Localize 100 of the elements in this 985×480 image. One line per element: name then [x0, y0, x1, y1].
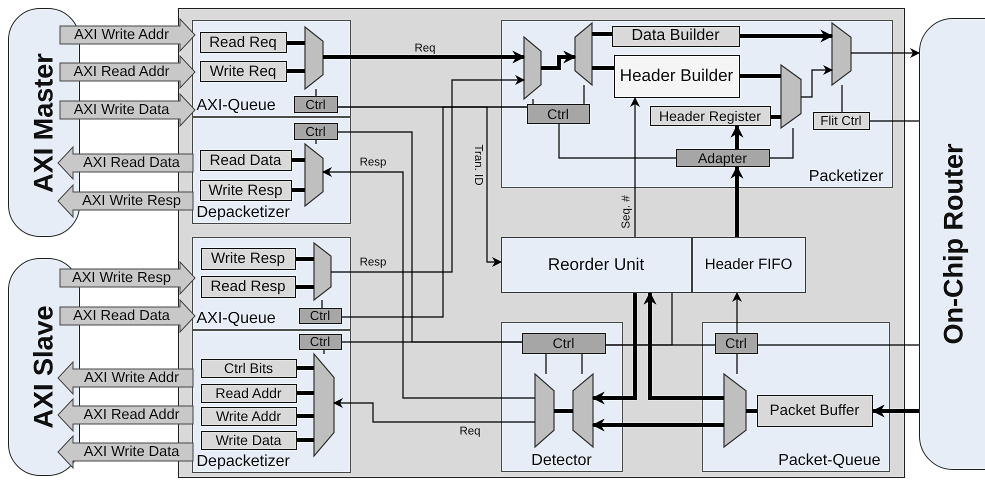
multiplexer: [832, 22, 850, 84]
edge-label: AXI Read Data: [73, 308, 170, 324]
arrow: [592, 293, 637, 404]
register-block: Write Resp: [200, 248, 296, 270]
arrow: [592, 418, 724, 432]
connector-line: [583, 85, 585, 104]
control-block: Adapter: [676, 148, 770, 166]
arrow: [872, 404, 919, 418]
connector-line: [740, 74, 781, 78]
edge-label: AXI Read Addr: [84, 408, 180, 422]
connector-line: [292, 158, 305, 162]
multiplexer: [724, 374, 746, 446]
block-arrow: [58, 360, 194, 396]
register-block: Packet Buffer: [756, 394, 872, 426]
register-block: Write Resp: [200, 180, 292, 200]
connector-line: [532, 99, 534, 104]
register-block: Read Data: [200, 150, 292, 170]
connector-line: [870, 120, 919, 122]
arrow: [730, 124, 744, 149]
connector-line: [342, 341, 522, 343]
connector-line: [771, 115, 781, 119]
connector-line: [746, 409, 757, 413]
arrow: [541, 50, 576, 70]
arrow: [331, 75, 525, 273]
register-block: Write Req: [200, 60, 286, 82]
unit-block: Reorder Unit: [500, 236, 692, 292]
module-panel: [500, 322, 622, 472]
multiplexer: [534, 374, 554, 446]
connector-line: [297, 438, 314, 442]
register-block: Read Req: [200, 32, 286, 52]
edge-label: Req: [459, 426, 481, 438]
connector-line: [736, 354, 738, 374]
block-arrow: [58, 184, 194, 218]
connector-line: [296, 257, 314, 261]
connector-line: [287, 41, 305, 45]
register-block: Write Addr: [200, 406, 296, 426]
module-panel: [192, 20, 350, 116]
panel-label: Depacketizer: [196, 454, 290, 470]
arrow: [851, 48, 920, 58]
edge-label: Resp: [360, 157, 386, 169]
connector-line: [287, 69, 305, 73]
block-arrow: [58, 398, 194, 432]
multiplexer: [314, 354, 334, 456]
control-block: Ctrl: [714, 332, 758, 354]
module-panel: [192, 116, 350, 224]
arrow: [630, 97, 640, 237]
register-block: Read Addr: [200, 384, 296, 402]
interface-block: [919, 18, 985, 470]
connector-line: [841, 85, 843, 112]
connector-line: [315, 140, 317, 144]
connector-line: [606, 293, 673, 346]
control-block: Ctrl: [294, 96, 338, 112]
arrow: [644, 292, 724, 400]
control-block: Ctrl: [526, 104, 590, 124]
panel-label: Detector: [531, 452, 592, 468]
edge-label: AXI Write Addr: [84, 370, 179, 386]
multiplexer: [304, 144, 322, 206]
connector-line: [342, 106, 527, 318]
panel-label: Depacketizer: [196, 204, 290, 220]
block-arrow: [60, 92, 196, 128]
register-block: Flit Ctrl: [812, 112, 870, 130]
connector-line: [297, 366, 314, 370]
edge-label: Resp: [360, 257, 386, 269]
connector-line: [770, 128, 794, 159]
module-panel: [500, 20, 892, 188]
connector-line: [321, 300, 323, 308]
connector-line: [297, 414, 314, 418]
panel-label: Packetizer: [808, 168, 884, 184]
register-block: Data Builder: [612, 26, 740, 46]
block-arrow: [60, 260, 196, 296]
register-block: Ctrl Bits: [200, 358, 296, 378]
panel-label: Packet-Queue: [778, 452, 880, 468]
multiplexer: [780, 64, 800, 128]
connector-line: [558, 122, 676, 159]
control-block: Ctrl: [298, 308, 342, 324]
control-block: Ctrl: [294, 122, 338, 140]
connector-line: [545, 354, 547, 374]
interface-label: On-Chip Router: [940, 144, 968, 344]
block-arrow: [60, 54, 196, 90]
block-arrow: [60, 18, 196, 52]
arrow: [730, 166, 744, 237]
connector-line: [592, 32, 612, 36]
arrow: [322, 167, 535, 399]
connector-line: [592, 66, 614, 70]
arrow: [801, 65, 833, 98]
edge-label: AXI Write Resp: [82, 194, 181, 208]
connector-line: [323, 350, 325, 354]
module-panel: [702, 322, 890, 472]
register-block: Header Register: [650, 106, 770, 126]
connector-line: [292, 188, 305, 192]
module-panel: [192, 236, 350, 330]
edge-label: Tran. ID: [471, 144, 483, 186]
arrow: [323, 50, 526, 64]
arrow: [740, 30, 834, 42]
block-arrow: [58, 146, 194, 180]
panel-label: AXI-Queue: [196, 98, 276, 114]
interface-label: AXI Master: [30, 52, 58, 192]
register-block: Write Data: [200, 430, 296, 450]
edge-label: Req: [414, 43, 436, 55]
register-block: Read Resp: [200, 276, 296, 298]
